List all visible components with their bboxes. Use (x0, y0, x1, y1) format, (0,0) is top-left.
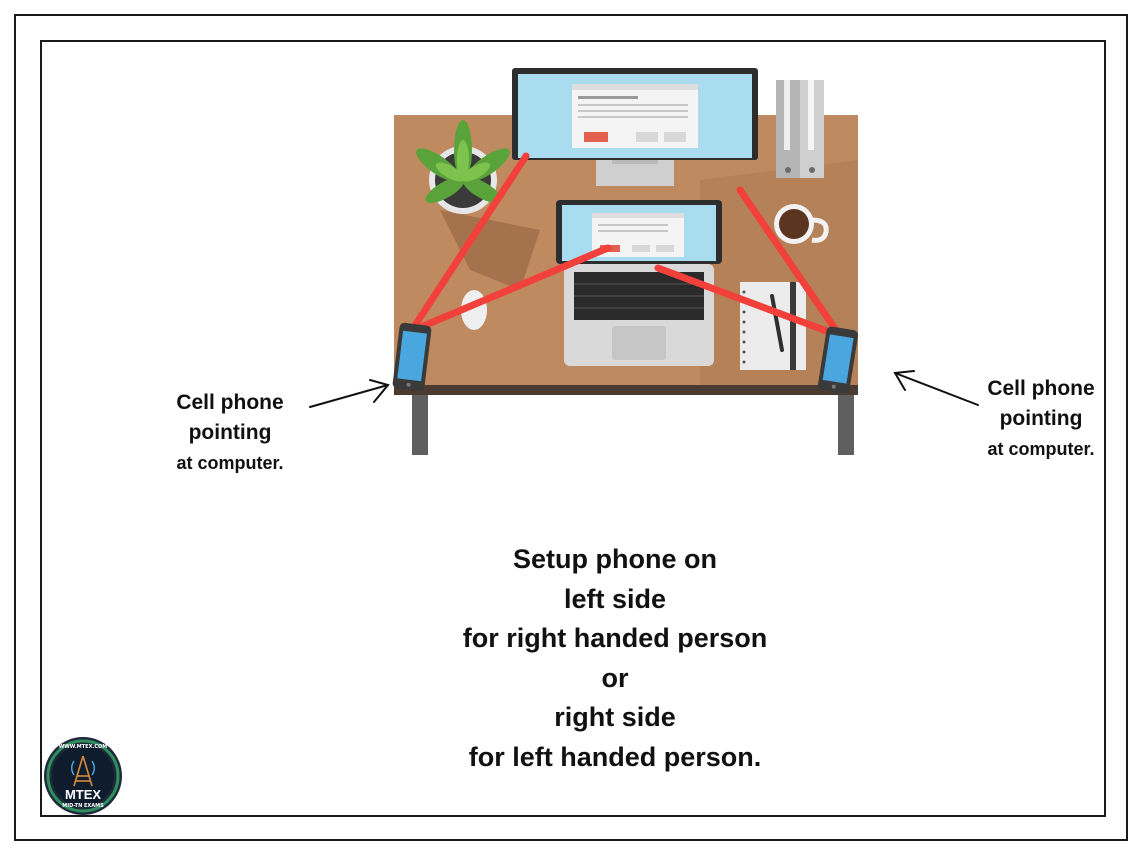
left-phone-label: Cell phone pointing at computer. (150, 388, 310, 478)
caption-line-5: right side (554, 702, 676, 732)
left-label-line-2: pointing (188, 421, 272, 444)
mtex-logo: WWW.MTEX.COM MTEX MID-TN EXAMS (44, 737, 122, 815)
right-phone-label: Cell phone pointing at computer. (966, 374, 1116, 464)
right-label-line-3: at computer. (987, 439, 1095, 459)
caption-line-1: Setup phone on (513, 544, 717, 574)
caption-line-4: or (601, 662, 629, 693)
caption-line-3: for right handed person (462, 623, 768, 653)
notebook (740, 282, 806, 370)
left-label-line-3: at computer. (176, 453, 284, 473)
inner-border (40, 40, 1106, 817)
laptop (556, 200, 722, 366)
sight-lines (408, 152, 844, 340)
right-phone (817, 326, 859, 394)
coffee-cup (774, 204, 829, 244)
logo-name: MTEX (65, 787, 101, 802)
monitor (512, 68, 758, 186)
caption-line-6: for left handed person. (468, 741, 762, 772)
binders (776, 80, 824, 178)
right-label-line-1: Cell phone (987, 377, 1095, 400)
left-label-line-1: Cell phone (176, 391, 284, 414)
logo-url: WWW.MTEX.COM (59, 744, 108, 750)
right-arrow (893, 370, 979, 406)
outer-border (14, 14, 1128, 841)
right-label-line-2: pointing (999, 407, 1083, 430)
left-arrow (309, 379, 390, 408)
logo-subtitle: MID-TN EXAMS (62, 803, 104, 809)
caption-line-2: left side (563, 583, 667, 614)
left-phone (392, 322, 432, 392)
plant (416, 120, 510, 214)
setup-caption: Setup phone on left side for right hande… (372, 540, 858, 777)
